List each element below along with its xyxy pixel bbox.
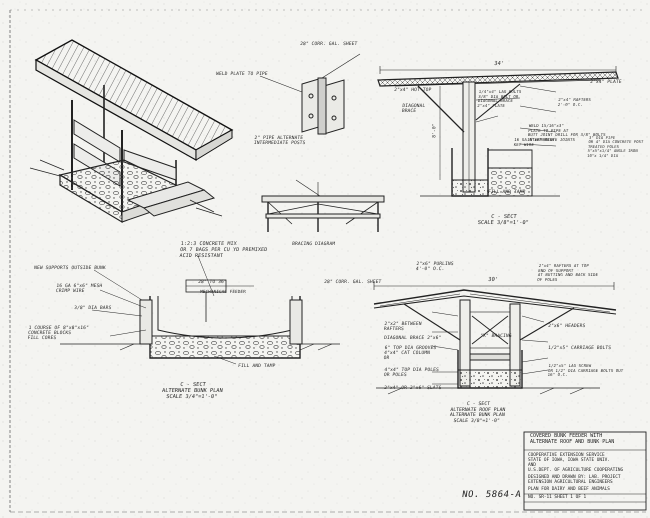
sheet-label: NO. SR-11 SHEET 1 OF 1 — [528, 495, 587, 500]
x-bracing-label: "X" BRACING — [479, 334, 512, 339]
title-block-line: DESIGNED AND DRAWN BY: LAB. PROJECT — [528, 475, 621, 480]
weld-plate-detail — [259, 53, 361, 135]
section-top-right — [377, 66, 619, 197]
dimension-8ft-label: 8'-0" — [432, 123, 438, 138]
rafter-notes-label: 2"x4" RAFTERS AT TOP END OF SUPPORT AT B… — [537, 263, 599, 282]
section-left-title: C - SECT ALTERNATE BUNK PLAN SCALE 3/4"=… — [161, 382, 223, 401]
title-block-line: ALTERNATE ROOF AND BUNK PLAN — [530, 439, 615, 445]
carriage-bolts-label: 1/2"x5" CARRIAGE BOLTS — [547, 346, 612, 351]
diagonal-brace-label: DIAGONAL BRACE — [401, 104, 426, 115]
pole-spacing-label: 4"x4" TOP DIA POLES OR POLES — [383, 368, 439, 379]
wire-mesh-top-label: 16 GA 6"x6" MESH KEY WIRE — [513, 137, 555, 147]
dimension-left-label: 28" TO 36" — [197, 280, 227, 285]
bolts-top-label: 1/4"x4" LAG BOLTS 3/8" DIA BOLT OR DIAGO… — [477, 89, 522, 108]
between-rafters-label: 2"x2" BETWEEN RAFTERS — [383, 322, 422, 333]
dimension-34-label: 34' — [493, 61, 505, 67]
section-bottom-left — [60, 255, 340, 365]
drawing-number: NO. 5864-A — [461, 490, 522, 500]
headers-label: 2"x6" HEADERS — [547, 324, 586, 329]
corrugated-sheet-top-label: 28" CORR. GAL. SHEET — [299, 42, 358, 47]
concrete-mix-note: 1:2:3 CONCRETE MIX OR 7 BAGS PER CU YD P… — [179, 241, 268, 259]
wire-mesh-left-label: 16 GA 6"x6" MESH CRIMP WIRE — [55, 284, 103, 295]
mechanical-feeder-label: MECHANICAL FEEDER — [199, 290, 246, 295]
concrete-curbs-label: 1 COURSE OF 8"x8"x16" CONCRETE BLOCKS FI… — [27, 326, 90, 342]
dimension-30-label: 30' — [487, 277, 499, 283]
diameter-bars-label: 3/8" DIA BARS — [73, 306, 112, 311]
fill-and-tamp-label: FILL AND TAMP — [237, 364, 276, 369]
title-block-line: PLAN FOR DAIRY AND BEEF ANIMALS — [528, 487, 610, 492]
top-diameter-grooves-label: 6" TOP DIA GROOVES 4"x4" CAT COLUMN OR — [383, 346, 437, 362]
title-block-line: STATE OF IOWA, IOWA STATE UNIV. — [528, 458, 610, 463]
bracing-diagram — [261, 179, 385, 232]
bracing-diagram-label: BRACING DIAGRAM — [291, 242, 336, 247]
pipe-diameter-label: 3" DIA PIPE OR 4" DIA CONCRETE POST TREA… — [586, 135, 644, 158]
corrugated-sheet-right-label: 28" CORR. GAL. SHEET — [323, 280, 382, 285]
weld-plate-label: WELD PLATE TO PIPE — [215, 72, 268, 77]
title-block-line: EXTENSION AGRICULTURAL ENGINEERS — [528, 480, 613, 485]
section-right-title: C - SECT ALTERNATE ROOF PLAN ALTERNATE B… — [449, 402, 506, 424]
purlins-right-label: 2"x6" PURLINS 4'-0" O.C. — [415, 262, 454, 273]
section-bottom-right — [373, 282, 617, 395]
fill-gravel-top-label: FILL AND TAMP — [487, 190, 526, 195]
slats-label: 2"x4" OR 2"x6" SLATS — [383, 386, 442, 391]
rafters-label: 2"x4" RAFTERS 2'-0" O.C. — [557, 97, 592, 107]
sheet-border — [9, 9, 646, 513]
lag-screw-label: 1/2"x5" LAG SCREW OR 1/2" DIA CARRIAGE B… — [547, 363, 624, 378]
new-supports-label: NEW SUPPORTS OUTSIDE BUNK — [33, 266, 106, 271]
title-block-line: COOPERATIVE EXTENSION SERVICE — [528, 453, 605, 458]
hot-top-label: 2"x4" HOT TOP — [393, 88, 432, 93]
title-block-line: AND — [528, 463, 536, 468]
title-block-line: COVERED BUNK FEEDER WITH — [530, 433, 603, 439]
eave-plate-label: 2"x4" PLATE — [589, 80, 622, 85]
alternate-posts-label: 2" PIPE ALTERNATE INTERMEDIATE POSTS — [253, 136, 306, 147]
title-block-line: U.S.DEPT. OF AGRICULTURE COOPERATING — [528, 468, 624, 473]
diagonal-brace-right-label: DIAGONAL BRACE 2"x6" — [383, 336, 442, 341]
title-block-frame — [523, 431, 647, 511]
section-top-title: C - SECT SCALE 3/8"=1'-0" — [477, 214, 530, 227]
isometric-feeder-view — [29, 39, 234, 224]
